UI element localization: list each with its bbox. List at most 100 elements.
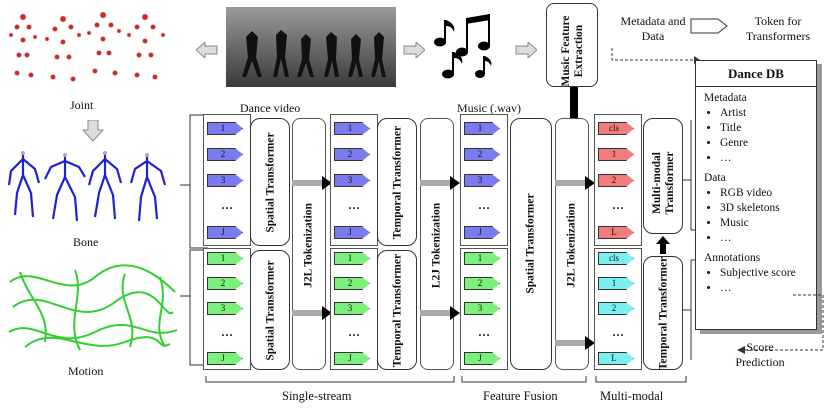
token-blue: 3 [464,174,500,187]
fusion-spatial-transformer-block: Spatial Transformer [510,118,552,370]
token-ellipsis: … [612,325,624,339]
token-blue: 1 [464,122,500,135]
joint-figure [8,13,38,78]
flow-arrow [555,336,595,350]
metadata-item: Title [720,121,808,136]
j2l-tokenization-block: J2L Tokenization [292,118,326,370]
annotations-heading: Annotations [704,252,761,264]
token-cyan: cls [598,252,634,265]
metadata-and-data-label: Metadata and Data [620,14,686,43]
flow-arrow [292,306,332,320]
token-blue: J [207,226,243,239]
music-label: Music (.wav) [457,101,521,115]
joint-label: Joint [70,98,94,112]
token-green: 3 [334,302,370,315]
token-blue: 1 [334,122,370,135]
bone-label: Bone [73,235,99,249]
data-item: Music [720,216,808,231]
fusion-spatial-transformer-label: Spatial Transformer [524,193,537,294]
token-cyan: L [598,352,634,365]
temporal-transformer-video-block: Temporal Transformer [377,118,417,246]
token-ellipsis: … [478,325,490,339]
token-green: 2 [464,277,500,290]
single-stream-label: Single-stream [282,389,352,403]
bone-skeleton-illustration [7,151,167,222]
token-green: 3 [464,302,500,315]
data-list: RGB video3D skeletonsMusic… [704,186,808,246]
token-green: 1 [207,252,243,265]
motion-trajectory-illustration [8,264,178,351]
music-feature-extraction-label: Music Feature Extraction [560,15,585,87]
right-arrow-icon-2 [515,42,537,58]
mm-temporal-transformer-block: Temporal Transformer [643,256,683,370]
left-arrow-icon [196,42,218,58]
token-blue: 2 [207,148,243,161]
token-green: J [334,352,370,365]
token-blue: 1 [207,122,243,135]
token-green: 1 [464,252,500,265]
token-green: J [207,352,243,365]
spatial-transformer-label: Spatial Transformer [264,132,277,233]
flow-arrow [420,176,460,190]
token-blue: 3 [207,174,243,187]
annotations-list: Subjective score… [704,266,808,296]
flow-arrow [292,176,332,190]
multimodal-transformer-block: Multi-modal Transformer [643,118,683,234]
dance-video-label: Dance video [240,101,301,115]
temporal-transformer-label: Temporal Transformer [391,125,404,240]
multi-modal-label: Multi-modal [600,389,664,403]
metadata-item: Artist [720,106,808,121]
annotation-item: … [720,281,808,296]
token-red: 2 [598,174,634,187]
token-green: 2 [334,277,370,290]
metadata-list: ArtistTitleGenre… [704,106,808,166]
data-item: 3D skeletons [720,201,808,216]
joint-skeleton-illustration [8,11,166,82]
music-notes-icon [434,14,492,79]
token-legend-icon [690,18,728,34]
token-ellipsis: … [478,198,490,212]
token-red: cls [598,122,634,135]
input-connectors [180,114,208,366]
down-arrow-icon [82,120,104,142]
token-ellipsis: … [612,198,624,212]
token-blue: J [334,226,370,239]
fusion-j2l-tokenization-block: J2L Tokenization [555,118,589,370]
token-green: 2 [207,277,243,290]
feature-fusion-label: Feature Fusion [483,389,558,403]
multimodal-transformer-label: Multi-modal Transformer [651,151,676,215]
token-ellipsis: … [348,198,360,212]
annotation-item: Subjective score [720,266,808,281]
flow-arrow [420,306,460,320]
right-arrow-icon [403,42,425,58]
motion-label: Motion [68,364,104,378]
token-blue: J [464,226,500,239]
token-red: 1 [598,148,634,161]
token-blue: 2 [334,148,370,161]
token-red: L [598,226,634,239]
data-item: … [720,231,808,246]
stage-brackets [205,376,687,383]
metadata-heading: Metadata [704,92,747,104]
token-ellipsis: … [221,325,233,339]
l2j-tokenization-label: L2J Tokenization [430,202,443,289]
token-ellipsis: … [348,325,360,339]
dance-db-title: Dance DB [696,61,816,87]
token-green: 3 [207,302,243,315]
dance-video-frame [226,7,396,87]
token-ellipsis: … [221,198,233,212]
temporal-transformer-motion-block: Temporal Transformer [377,250,417,370]
token-for-transformers-label: Token for Transformers [745,14,811,43]
music-feature-extraction-block: Music Feature Extraction [546,3,598,87]
data-item: RGB video [720,186,808,201]
up-arrow-icon [656,236,670,254]
token-cyan: 2 [598,302,634,315]
mm-temporal-transformer-label: Temporal Transformer [657,256,670,371]
db-connectors [683,120,824,360]
spatial-transformer-label: Spatial Transformer [264,260,277,361]
dance-db-panel: Dance DB Metadata ArtistTitleGenre… Data… [695,60,817,330]
metadata-dashed-arrow [611,48,700,64]
temporal-transformer-label: Temporal Transformer [391,253,404,368]
token-cyan: 1 [598,277,634,290]
data-heading: Data [704,172,726,184]
